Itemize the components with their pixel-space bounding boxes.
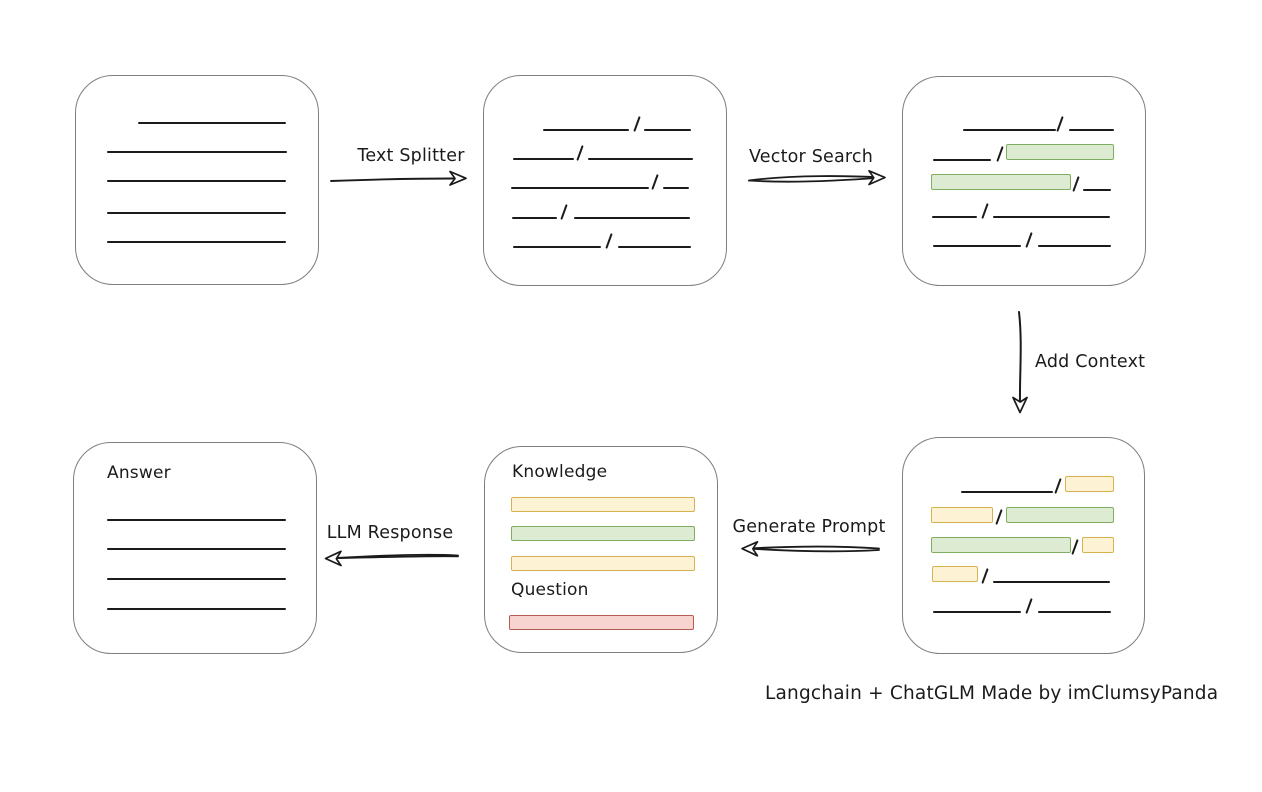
chunk-line <box>933 159 991 161</box>
chunk-line <box>933 245 1021 247</box>
text-splitter-arrow <box>330 170 467 186</box>
chunk-separator <box>996 146 1004 162</box>
chunk-line <box>1038 611 1111 613</box>
add-context-arrow <box>1012 311 1028 414</box>
chunk-line <box>511 187 649 189</box>
chunk-line <box>961 491 1053 493</box>
chunk-line <box>993 581 1110 583</box>
chunk-separator <box>576 145 584 161</box>
generate-prompt-label: Generate Prompt <box>732 517 886 537</box>
chunk-separator <box>560 204 568 220</box>
chunk-line <box>1069 129 1114 131</box>
vector-matches-box <box>902 76 1146 286</box>
text-line <box>107 519 286 521</box>
text-line <box>138 122 286 124</box>
context-chunk-highlight <box>1082 537 1114 553</box>
chunk-separator <box>651 174 659 190</box>
chunk-separator <box>633 116 641 132</box>
knowledge-label: Knowledge <box>512 462 608 482</box>
context-chunk-highlight <box>931 507 993 523</box>
prompt-box: Knowledge Question <box>484 446 718 653</box>
text-line <box>107 608 286 610</box>
matched-chunk-highlight <box>931 537 1071 553</box>
chunk-line <box>543 129 629 131</box>
matched-chunk-highlight <box>1006 507 1114 523</box>
text-chunks-box <box>483 75 727 286</box>
vector-search-label: Vector Search <box>748 147 874 167</box>
chunk-separator <box>605 233 613 249</box>
generate-prompt-arrow <box>741 540 880 557</box>
vector-search-arrow <box>748 169 886 186</box>
chunk-line <box>513 158 574 160</box>
chunk-line <box>933 611 1021 613</box>
context-chunk-highlight <box>1065 476 1114 492</box>
chunk-line <box>1038 245 1111 247</box>
chunk-line <box>993 216 1110 218</box>
text-line <box>107 241 286 243</box>
chunk-separator <box>981 568 989 584</box>
chunk-separator <box>1071 539 1079 555</box>
add-context-label: Add Context <box>1035 352 1146 372</box>
chunk-separator <box>1054 478 1062 494</box>
text-line <box>107 180 286 182</box>
chunk-line <box>512 217 557 219</box>
chunk-line <box>513 246 601 248</box>
chunk-line <box>588 158 693 160</box>
diagram-caption: Langchain + ChatGLM Made by imClumsyPand… <box>765 683 1219 704</box>
llm-response-arrow <box>324 550 459 567</box>
knowledge-bar-yellow <box>511 556 695 571</box>
question-bar-red <box>509 615 694 630</box>
answer-box: Answer <box>73 442 317 654</box>
chunk-line <box>1083 189 1111 191</box>
text-line <box>107 578 286 580</box>
matched-chunk-highlight <box>1006 144 1114 160</box>
question-label: Question <box>511 580 589 600</box>
chunk-separator <box>1025 598 1033 614</box>
text-line <box>107 151 287 153</box>
knowledge-bar-green <box>511 526 695 541</box>
chunk-separator <box>1025 232 1033 248</box>
chunk-line <box>932 216 977 218</box>
context-chunks-box <box>902 437 1145 654</box>
document-box <box>75 75 319 285</box>
answer-label: Answer <box>107 463 171 483</box>
llm-response-label: LLM Response <box>326 523 454 543</box>
chunk-line <box>963 129 1056 131</box>
text-line <box>107 548 286 550</box>
knowledge-bar-yellow <box>511 497 695 512</box>
text-splitter-label: Text Splitter <box>357 146 465 166</box>
chunk-separator <box>981 203 989 219</box>
matched-chunk-highlight <box>931 174 1071 190</box>
chunk-separator <box>1072 176 1080 192</box>
chunk-separator <box>1056 116 1064 132</box>
chunk-separator <box>995 509 1003 525</box>
chunk-line <box>618 246 691 248</box>
chunk-line <box>644 129 691 131</box>
context-chunk-highlight <box>932 566 978 582</box>
chunk-line <box>574 217 690 219</box>
text-line <box>107 212 286 214</box>
chunk-line <box>663 187 689 189</box>
